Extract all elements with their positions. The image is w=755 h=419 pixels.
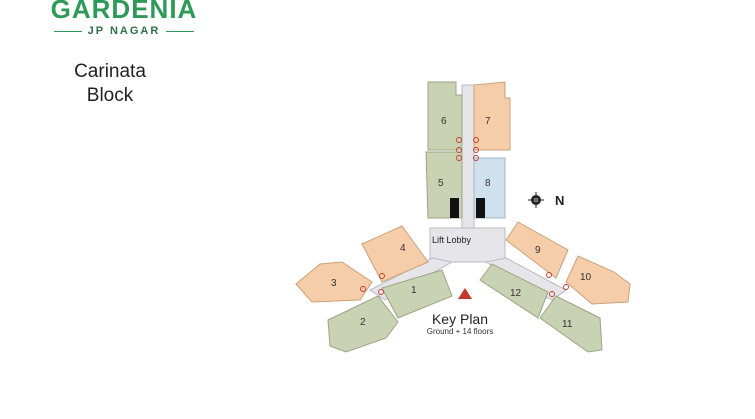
entry-marker	[563, 284, 569, 290]
unit-7-label: 7	[485, 116, 491, 127]
entry-marker	[379, 273, 385, 279]
key-plan-title: Key Plan	[431, 311, 489, 327]
entry-marker	[473, 147, 479, 153]
entry-marker	[546, 272, 552, 278]
unit-9-shape	[505, 221, 569, 279]
block-title: Carinata Block	[60, 60, 160, 108]
unit-9-label: 9	[535, 245, 541, 256]
corridors	[369, 84, 567, 301]
unit-11-shape	[539, 295, 603, 353]
unit-6-shape	[427, 81, 463, 151]
block-title-line1: Carinata	[74, 61, 146, 82]
location-marker-icon	[458, 288, 472, 299]
unit-4-label: 4	[400, 243, 406, 254]
lift-lobby-label: Lift Lobby	[432, 235, 472, 245]
unit-12-label: 12	[510, 288, 522, 299]
lift-lobby-area	[429, 227, 506, 263]
unit-2-label: 2	[360, 317, 366, 328]
unit-1: 1	[381, 269, 453, 319]
entry-marker	[456, 137, 462, 143]
unit-12-shape	[479, 263, 549, 319]
unit-8: 8	[473, 157, 506, 219]
unit-11: 11	[539, 295, 603, 353]
unit-9: 9	[505, 221, 569, 279]
block-title-line2: Block	[86, 85, 134, 106]
brand-rule-right	[166, 30, 195, 32]
unit-2: 2	[327, 295, 399, 353]
unit-2-shape	[327, 295, 399, 353]
unit-8-label: 8	[485, 178, 491, 189]
unit-7: 7	[473, 81, 511, 151]
entry-marker	[360, 286, 366, 292]
unit-3: 3	[295, 261, 373, 303]
unit-7-shape	[473, 81, 511, 151]
unit-4: 4	[361, 225, 429, 283]
entry-marker	[456, 155, 462, 161]
unit-12: 12	[479, 263, 549, 319]
brand-name: GARDENIA	[50, 0, 198, 24]
unit-5-label: 5	[438, 178, 444, 189]
unit-11-label: 11	[562, 319, 573, 330]
unit-6-label: 6	[441, 116, 447, 127]
unit-10-shape	[565, 255, 631, 305]
brand-subtitle-row: JP NAGAR	[44, 25, 204, 37]
brand-logo: GARDENIA JP NAGAR	[44, 0, 204, 37]
unit-8-lift-shaft	[476, 198, 485, 218]
entry-marker	[456, 147, 462, 153]
entry-marker	[473, 137, 479, 143]
compass-north-label: N	[555, 193, 565, 208]
unit-1-label: 1	[411, 285, 417, 296]
unit-10-label: 10	[580, 272, 592, 283]
key-plan-subtitle: Ground + 14 floors	[426, 327, 494, 336]
unit-3-label: 3	[331, 278, 337, 289]
unit-6: 6	[427, 81, 463, 151]
unit-3-shape	[295, 261, 373, 303]
unit-5: 5	[425, 151, 463, 219]
compass-icon	[528, 192, 544, 208]
unit-10: 10	[565, 255, 631, 305]
entry-marker	[549, 291, 555, 297]
unit-5-lift-shaft	[450, 198, 459, 218]
entry-markers	[360, 137, 569, 297]
brand-subtitle: JP NAGAR	[87, 25, 161, 37]
unit-1-shape	[381, 269, 453, 319]
central-corridor	[461, 84, 475, 231]
brand-rule-left	[53, 30, 82, 32]
entry-marker	[473, 155, 479, 161]
unit-4-shape	[361, 225, 429, 283]
entry-marker	[378, 289, 384, 295]
